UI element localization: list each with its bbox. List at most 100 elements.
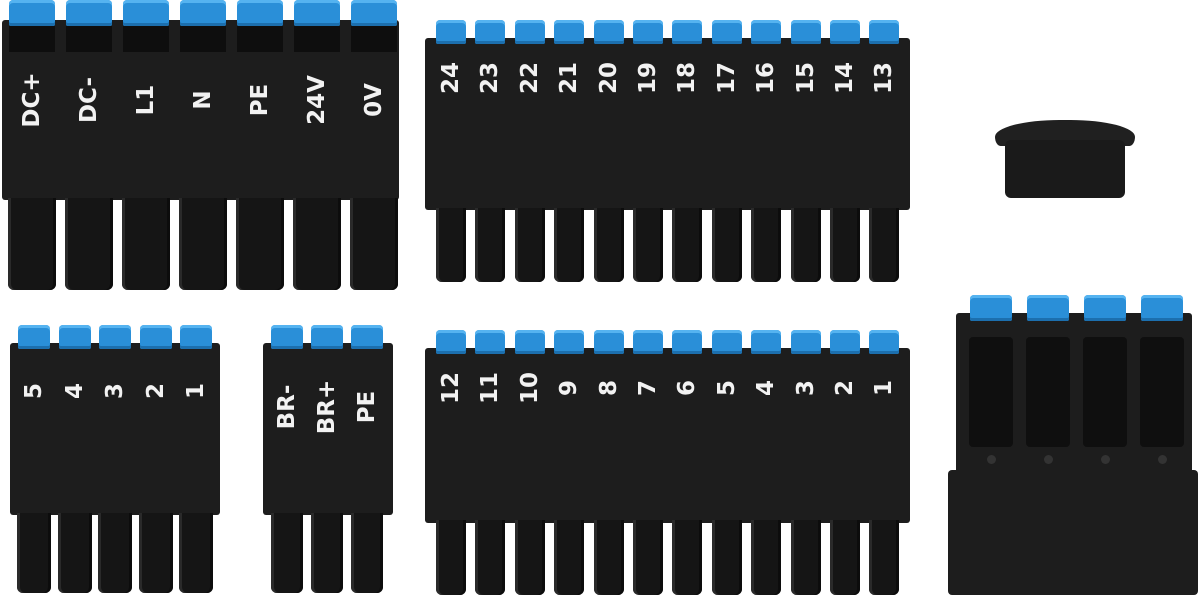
pin [554,208,585,282]
pin [98,513,132,593]
terminal-label: 2 [142,383,169,400]
latch-button [66,0,112,26]
pin [790,208,821,282]
latch-button [351,0,397,26]
terminal-slot [351,26,397,52]
latch-button [633,20,663,44]
terminal-label: 24 [438,62,464,95]
pin [672,520,703,595]
terminal-label: 1 [871,380,898,397]
pin [179,198,227,290]
terminal-label: PE [354,390,380,424]
latch-button [271,325,303,349]
terminal-label: 14 [832,62,858,95]
terminal-label: BR+ [314,379,340,435]
pin [711,520,742,595]
socket-screw [1158,455,1167,464]
terminal-label: 22 [516,62,543,95]
pin [790,520,821,595]
latch-button [18,325,50,349]
pin [751,520,782,595]
latch-button [790,330,821,354]
socket-screw [1044,455,1053,464]
terminal-label: 8 [595,380,622,397]
latch-button [294,0,340,26]
terminal-label: 19 [635,62,661,95]
pin [179,513,213,593]
latch-button [711,330,742,354]
terminal-label: 11 [477,372,504,405]
terminal-slot [9,26,55,52]
socket-screw [1101,455,1110,464]
terminal-label: 21 [556,62,583,95]
latch-button [475,20,506,44]
terminal-label: 5 [713,380,740,397]
pin [633,208,663,282]
latch-button [237,0,283,26]
socket-connector [948,295,1198,595]
latch-button [751,330,782,354]
latch-button [180,325,212,349]
pin [138,513,173,593]
terminal-label: 12 [438,372,464,405]
pin [869,208,900,282]
terminal-label: 10 [516,372,543,405]
brake-connector-housing [263,343,393,515]
pin [436,208,466,282]
pin [475,208,506,282]
pin [514,208,545,282]
pin [593,520,624,595]
terminal-label: L1 [133,84,159,116]
latch-button [970,295,1012,321]
pin [554,520,585,595]
pin [351,513,383,593]
pin [751,208,782,282]
terminal-slot [66,26,112,52]
terminal-label: 3 [792,380,819,397]
terminal-label: BR- [274,384,300,430]
latch-button [475,330,506,354]
latch-button [436,330,466,354]
latch-button [593,330,624,354]
latch-button [751,20,782,44]
terminal-label: 3 [102,383,128,400]
pin [350,198,398,290]
pin [57,513,92,593]
terminal-slot [123,26,169,52]
pin [271,513,303,593]
latch-button [139,325,172,349]
terminal-label: N [190,90,216,110]
io-connector-five-housing [10,343,220,515]
socket-screw [987,455,996,464]
terminal-label: 20 [595,62,622,95]
terminal-label: 7 [635,380,661,397]
latch-button [311,325,343,349]
latch-button [1027,295,1069,321]
terminal-label: 23 [477,62,504,95]
pin [475,520,506,595]
terminal-label: 13 [871,62,898,95]
terminal-slot [237,26,283,52]
latch-button [869,330,900,354]
pin [8,198,56,290]
terminal-label: 16 [753,62,780,95]
socket-cavity [1083,337,1127,447]
pin [436,520,466,595]
terminal-label: 18 [674,62,701,95]
latch-button [514,20,545,44]
pin [869,520,900,595]
pin [672,208,703,282]
latch-button [672,20,703,44]
pin [293,198,341,290]
pin [514,520,545,595]
terminal-label: DC+ [19,72,45,128]
terminal-label: 4 [61,383,88,400]
latch-button [1141,295,1183,321]
pin [711,208,742,282]
latch-button [9,0,55,26]
latch-button [1084,295,1126,321]
